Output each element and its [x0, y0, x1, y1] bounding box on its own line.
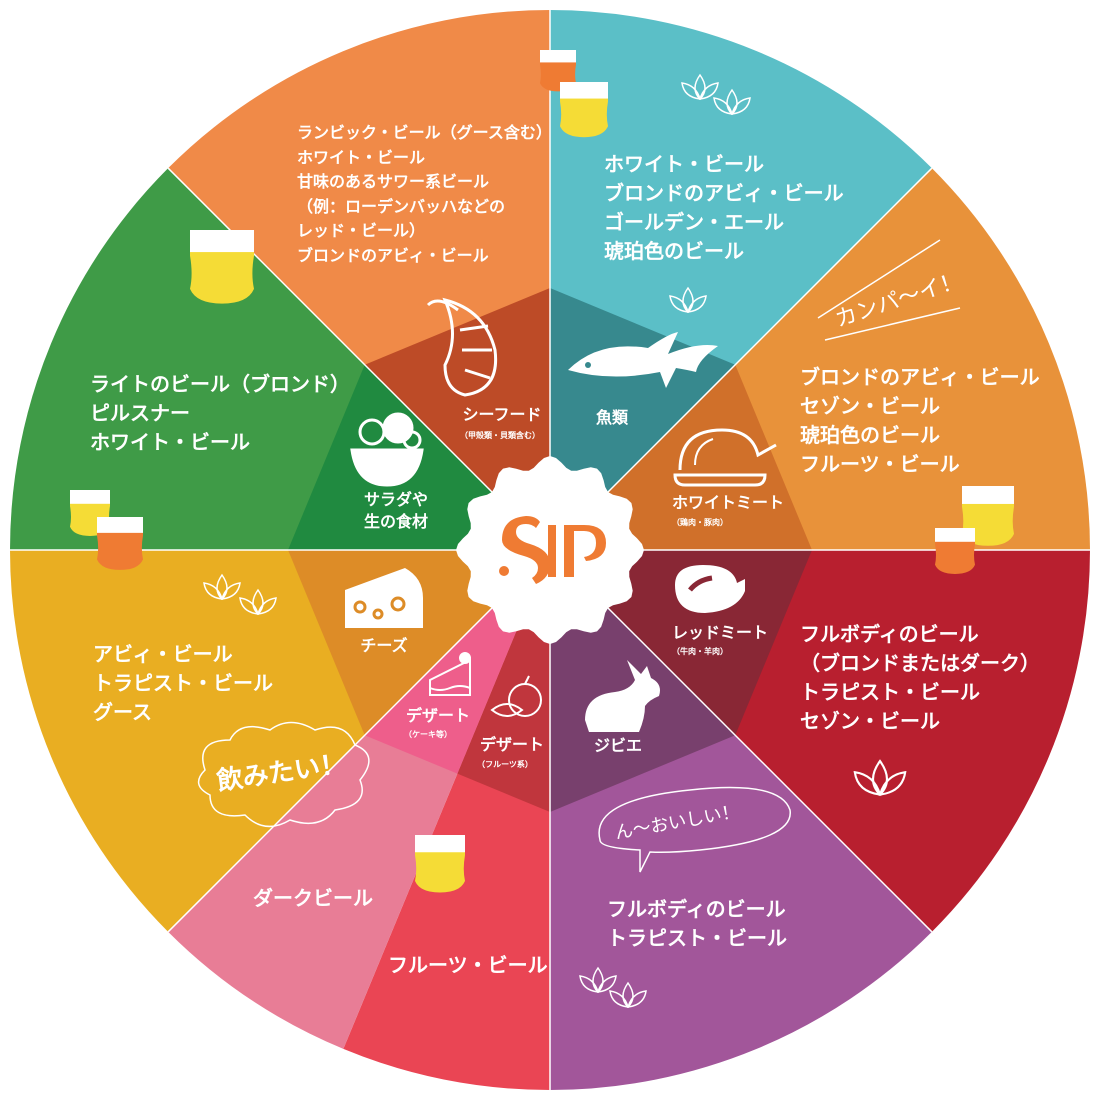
beer-foam — [415, 835, 465, 853]
beer-foam — [962, 486, 1014, 504]
beer-list-game: フルボディのビール トラピスト・ビール — [607, 895, 787, 953]
beer-list-red-meat: フルボディのビール （ブロンドまたはダーク） トラピスト・ビール セゾン・ビール — [800, 620, 1040, 736]
beer-item: ランビック・ビール（グース含む） — [297, 123, 552, 142]
food-label-game: ジビエ — [593, 736, 643, 755]
food-label-cheese: チーズ — [360, 636, 408, 655]
beer-list-seafood: ランビック・ビール（グース含む） ホワイト・ビール 甘味のあるサワー系ビール （… — [297, 121, 552, 268]
cheers-lines — [817, 239, 961, 341]
divider-line — [549, 167, 933, 551]
beer-item: トラピスト・ビール — [93, 671, 273, 695]
beer-item: 琥珀色のビール — [604, 239, 744, 263]
beer-foam — [560, 82, 608, 99]
beer-item: アビィ・ビール — [93, 642, 233, 666]
beer-item: ブロンドのアビィ・ビール — [297, 245, 489, 265]
sip-logo — [499, 516, 606, 584]
beer-item: セゾン・ビール — [800, 394, 940, 418]
beer-item: ホワイト・ビール — [604, 152, 764, 176]
beer-item: ホワイト・ビール — [90, 430, 250, 454]
beer-item: ホワイト・ビール — [297, 147, 426, 167]
food-label-red-meat: レッドミート — [671, 623, 769, 642]
beer-item: （例：ローデンバッハなどの — [297, 196, 506, 216]
food-note-seafood: （甲殻類・貝類含む） — [460, 431, 540, 440]
food-note-white-meat: （鶏肉・豚肉） — [672, 518, 728, 527]
divider-line — [549, 549, 933, 933]
want-drink-bubble — [197, 721, 370, 828]
beer-item: グース — [93, 700, 152, 724]
hop-icon — [669, 286, 707, 314]
beer-item: トラピスト・ビール — [800, 680, 980, 704]
food-label-dessert-cake: デザート — [405, 706, 471, 725]
food-label-salad-line2: 生の食材 — [363, 512, 429, 531]
beer-list-white-meat: ブロンドのアビィ・ビール セゾン・ビール 琥珀色のビール フルーツ・ビール — [800, 363, 1040, 479]
beer-item: ライトのビール（ブロンド） — [90, 372, 350, 396]
hop-icon — [239, 588, 277, 616]
beer-list-dessert-fruit: フルーツ・ビール — [388, 951, 548, 980]
beer-list-dessert-cake: ダークビール — [253, 884, 373, 913]
beer-item: ダークビール — [253, 886, 373, 910]
beer-item: フルボディのビール — [800, 622, 979, 646]
rabbit-icon — [585, 660, 660, 732]
beer-foam — [70, 490, 110, 504]
beer-list-fish: ホワイト・ビール ブロンドのアビィ・ビール ゴールデン・エール 琥珀色のビール — [604, 150, 844, 266]
beer-item: フルボディのビール — [607, 897, 786, 921]
beer-foam — [190, 230, 254, 253]
hop-icon — [853, 759, 907, 797]
food-label-white-meat: ホワイトミート — [671, 493, 785, 512]
salad-bowl-icon — [350, 412, 424, 487]
beer-item: ゴールデン・エール — [604, 210, 784, 234]
beer-foam — [935, 528, 975, 542]
beer-item: ブロンドのアビィ・ビール — [800, 365, 1040, 389]
beer-foam — [97, 517, 143, 533]
beer-item: フルーツ・ビール — [388, 953, 548, 977]
beer-item: セゾン・ビール — [800, 709, 940, 733]
cake-icon — [429, 652, 471, 696]
food-note-dessert-cake: （ケーキ等） — [404, 730, 452, 739]
beer-item: （ブロンドまたはダーク） — [800, 651, 1040, 675]
beer-item: フルーツ・ビール — [800, 452, 960, 476]
beer-item: トラピスト・ビール — [607, 926, 787, 950]
food-label-dessert-fruit: デザート — [479, 735, 545, 754]
divider-line — [167, 549, 551, 933]
beer-foam — [540, 50, 576, 63]
food-note-dessert-fruit: （フルーツ系） — [477, 760, 533, 769]
food-label-fish: 魚類 — [595, 408, 629, 427]
food-label-seafood: シーフード — [462, 405, 542, 424]
beer-item: ピルスナー — [90, 401, 190, 425]
food-note-red-meat: （牛肉・羊肉） — [672, 647, 728, 656]
food-label-salad: サラダや — [363, 490, 429, 509]
hop-icon — [203, 573, 241, 601]
roast-chicken-icon — [673, 428, 777, 487]
beer-item: 琥珀色のビール — [800, 423, 940, 447]
beer-item: 甘味のあるサワー系ビール — [297, 172, 490, 191]
hop-icon — [713, 88, 751, 116]
fruit-icon — [490, 675, 542, 717]
delicious-bubble — [598, 786, 791, 873]
fish-icon — [568, 332, 718, 388]
hop-icon — [609, 981, 647, 1009]
hop-icon — [681, 73, 719, 101]
cheese-icon — [345, 568, 423, 628]
beer-item: ブロンドのアビィ・ビール — [604, 181, 844, 205]
hop-icon — [579, 966, 617, 994]
beer-list-cheese: アビィ・ビール トラピスト・ビール グース — [93, 640, 273, 727]
beer-list-salad: ライトのビール（ブロンド） ピルスナー ホワイト・ビール — [90, 370, 350, 457]
steak-icon — [675, 565, 745, 613]
shrimp-icon — [426, 297, 498, 397]
beer-item: レッド・ビール） — [297, 221, 426, 240]
